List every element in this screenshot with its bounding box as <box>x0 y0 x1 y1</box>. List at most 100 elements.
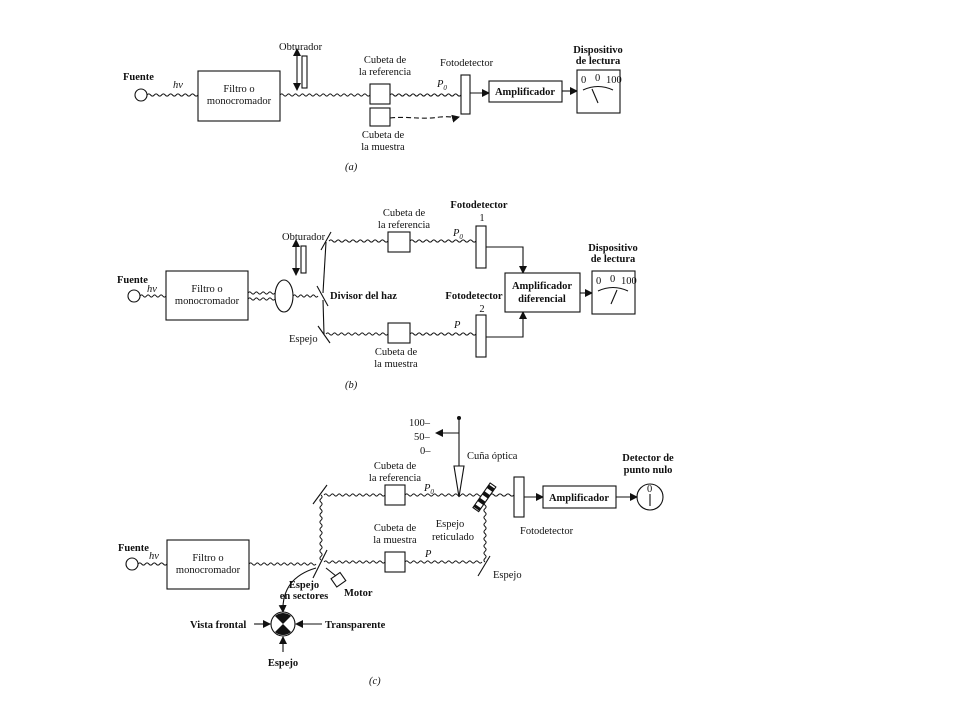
scale-right: 100 <box>621 276 637 287</box>
beam-split-up <box>322 241 327 294</box>
caption-b: (b) <box>345 380 358 391</box>
detector2-label-2: 2 <box>479 304 484 315</box>
caption-c: (c) <box>369 676 381 687</box>
scale-mid: 0 <box>610 274 615 285</box>
det1-to-amp <box>486 246 527 274</box>
grid-mirror-label-2: reticulado <box>432 532 474 543</box>
beam-filter-lens-2 <box>247 297 276 301</box>
sample-cell-label-2: la muestra <box>373 535 417 546</box>
filter-box <box>197 70 281 122</box>
ref-cell-label-2: la referencia <box>369 473 422 484</box>
detector1-label-2: 1 <box>479 213 484 224</box>
transparent-label: Transparente <box>325 620 386 631</box>
beam-source-filter <box>139 294 167 298</box>
ref-cell-label-2: la referencia <box>359 67 412 78</box>
sector-mirror-label-2: en sectores <box>280 591 329 602</box>
beam-vertical-right <box>483 497 487 563</box>
scale-left: 0 <box>596 276 601 287</box>
beam-filter-lens <box>247 291 276 295</box>
wedge-label: Cuña óptica <box>467 451 518 462</box>
beam-splitter <box>316 285 329 307</box>
caption-a: (a) <box>345 162 358 173</box>
sector-wheel-front-view <box>270 611 296 637</box>
bottom-mirror <box>317 325 331 344</box>
beam-vertical-left <box>319 494 323 561</box>
panel-b: Fuente hν Filtro o monocromador Obturado… <box>117 200 638 391</box>
ref-cell-label-1: Cubeta de <box>374 461 417 472</box>
p-label: P <box>424 549 432 560</box>
mirror-right-label: Espejo <box>493 570 522 581</box>
diff-amp-label-1: Amplificador <box>512 281 572 292</box>
shutter-label: Obturador <box>279 42 323 53</box>
hv-label: hν <box>173 80 183 91</box>
sample-cell <box>384 551 406 573</box>
panel-a: Fuente hν Filtro o monocromador Obturado… <box>123 42 623 173</box>
p-label: P <box>453 320 461 331</box>
null-detector-label-2: punto nulo <box>624 465 673 476</box>
reference-cell <box>387 231 411 253</box>
optical-wedge <box>453 465 465 498</box>
beam-sample-2 <box>404 560 483 564</box>
beam-filter-cell <box>279 93 371 97</box>
wedge-rod-tip <box>457 416 461 420</box>
wedge-scale-100: 100– <box>409 418 431 429</box>
det2-to-amp <box>486 311 527 338</box>
sample-cell <box>387 322 411 344</box>
readout-meter <box>576 69 621 114</box>
readout-meter <box>591 270 636 315</box>
detector1-label-1: Fotodetector <box>450 200 507 211</box>
source-lamp <box>125 557 139 571</box>
source-lamp <box>127 289 141 303</box>
meter-needle <box>610 289 618 305</box>
grid-mirror-label-1: Espejo <box>436 519 465 530</box>
beam-ref-2 <box>404 493 483 497</box>
filter-label-1: Filtro o <box>191 284 222 295</box>
diff-amplifier-box <box>504 272 581 313</box>
scale-left: 0 <box>581 75 586 86</box>
beam-source-filter <box>146 93 199 97</box>
meter-arc <box>582 85 614 91</box>
filter-label-2: monocromador <box>176 565 241 576</box>
p0-label: P0 <box>436 79 447 92</box>
mirror-bottom-label: Espejo <box>268 658 298 669</box>
source-label: Fuente <box>117 275 148 286</box>
readout-label-2: de lectura <box>591 254 636 265</box>
sample-cell-label-1: Cubeta de <box>374 523 417 534</box>
motor-label: Motor <box>344 588 373 599</box>
sample-cell-label-2: la muestra <box>361 142 405 153</box>
beam-filter-sector <box>248 562 317 566</box>
wedge-scale-0: 0– <box>420 446 431 457</box>
ref-cell-label-2: la referencia <box>378 220 431 231</box>
shutter <box>300 245 307 274</box>
detector-label: Fotodetector <box>520 526 574 537</box>
hv-label: hν <box>147 284 157 295</box>
meter-needle <box>591 88 599 104</box>
panel-c: 100– 50– 0– Cuña óptica Detector de punt… <box>118 416 674 687</box>
source-label: Fuente <box>123 72 154 83</box>
beam-bottom <box>325 332 389 336</box>
filter-label-2: monocromador <box>175 296 240 307</box>
beam-bottom-2 <box>409 332 477 336</box>
source-label: Fuente <box>118 543 149 554</box>
filter-box <box>165 270 249 321</box>
shutter <box>301 55 308 89</box>
sample-cell-label-1: Cubeta de <box>375 347 418 358</box>
ref-cell-label-1: Cubeta de <box>383 208 426 219</box>
beam-sample-1 <box>323 560 386 564</box>
sample-cell-label-2: la muestra <box>374 359 418 370</box>
scale-mid: 0 <box>595 73 600 84</box>
sector-mirror <box>312 549 328 579</box>
beam-cell-detector <box>389 93 462 97</box>
bottom-right-mirror <box>477 555 491 577</box>
sample-beam-dashed <box>389 114 460 123</box>
detector-label: Fotodetector <box>440 58 494 69</box>
sample-cell <box>369 107 391 127</box>
filter-label-1: Filtro o <box>223 84 254 95</box>
shutter-label: Obturador <box>282 232 326 243</box>
filter-box <box>166 539 250 590</box>
grid-mirror-hatch <box>473 484 495 511</box>
top-mirror <box>320 231 332 251</box>
beam-source-filter <box>137 562 168 566</box>
mirror-label: Espejo <box>289 334 318 345</box>
